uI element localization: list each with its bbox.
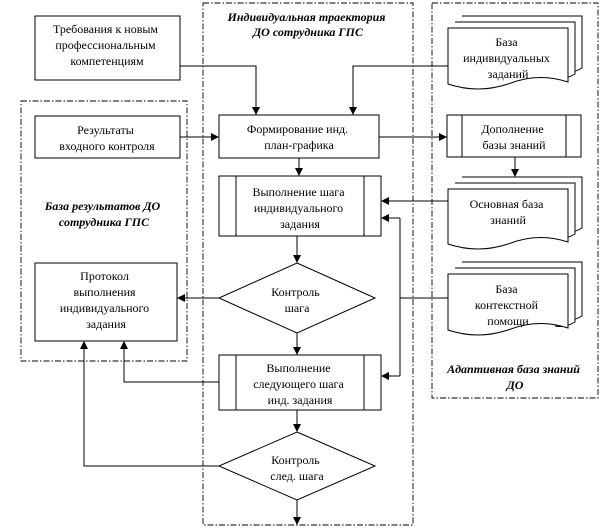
results-base-title: База результатов ДО сотрудника ГПС (44, 199, 163, 229)
step-control-diamond: Контроль шага (217, 262, 377, 334)
step-exec-box: Выполнение шага индивидуального задания (218, 175, 382, 237)
individual-tasks-base-doc: База индивидуальных заданий (447, 15, 583, 90)
entry-control-box: Результаты входного контроля (34, 115, 181, 159)
requirements-box: Требования к новым профессиональным комп… (34, 15, 181, 81)
svg-text:Требования к новым профе: Требования к новым профессиональным комп… (53, 22, 161, 68)
svg-text:Выполнение следующего ша: Выполнение следующего шага инд. задания (253, 361, 347, 407)
trajectory-region (202, 2, 414, 526)
svg-text:Основная база знаний: Основная база знаний (470, 197, 547, 227)
svg-text:Формирование инд. план-г: Формирование инд. план-графика (247, 122, 351, 152)
formation-box: Формирование инд. план-графика (218, 114, 380, 159)
knowledge-supplement-box: Дополнение базы знаний (446, 114, 582, 158)
svg-text:База индивидуальных: База индивидуальных заданий (463, 35, 553, 81)
next-step-control-diamond: Контроль след. шага (217, 431, 377, 501)
connectors (80, 65, 519, 525)
svg-text:Результаты входного конт: Результаты входного контроля (59, 123, 155, 153)
main-knowledge-base-doc: Основная база знаний (447, 176, 583, 250)
svg-text:Контроль шага: Контроль шага (271, 285, 323, 315)
context-help-base-doc: База контекстной помощи (447, 261, 583, 336)
next-step-exec-box: Выполнение следующего шага инд. задания (218, 354, 382, 411)
results-base-region (20, 100, 188, 362)
adaptive-base-title: Адаптивная база знаний ДО (446, 362, 583, 392)
svg-text:База контекстной п: База контекстной помощи (475, 282, 541, 328)
protocol-box: Протокол выполнения индивидуального зада… (34, 262, 178, 342)
svg-text:Выполнение шага индивиду: Выполнение шага индивидуального задания (252, 185, 347, 231)
trajectory-title: Индивидуальная траектория ДО сотрудника … (227, 10, 389, 39)
svg-text:Дополнение базы знаний: Дополнение базы знаний (481, 122, 546, 152)
svg-text:Протокол выполнения: Протокол выполнения индивидуального зада… (60, 269, 152, 331)
svg-text:Контроль след. шага: Контроль след. шага (270, 453, 324, 483)
